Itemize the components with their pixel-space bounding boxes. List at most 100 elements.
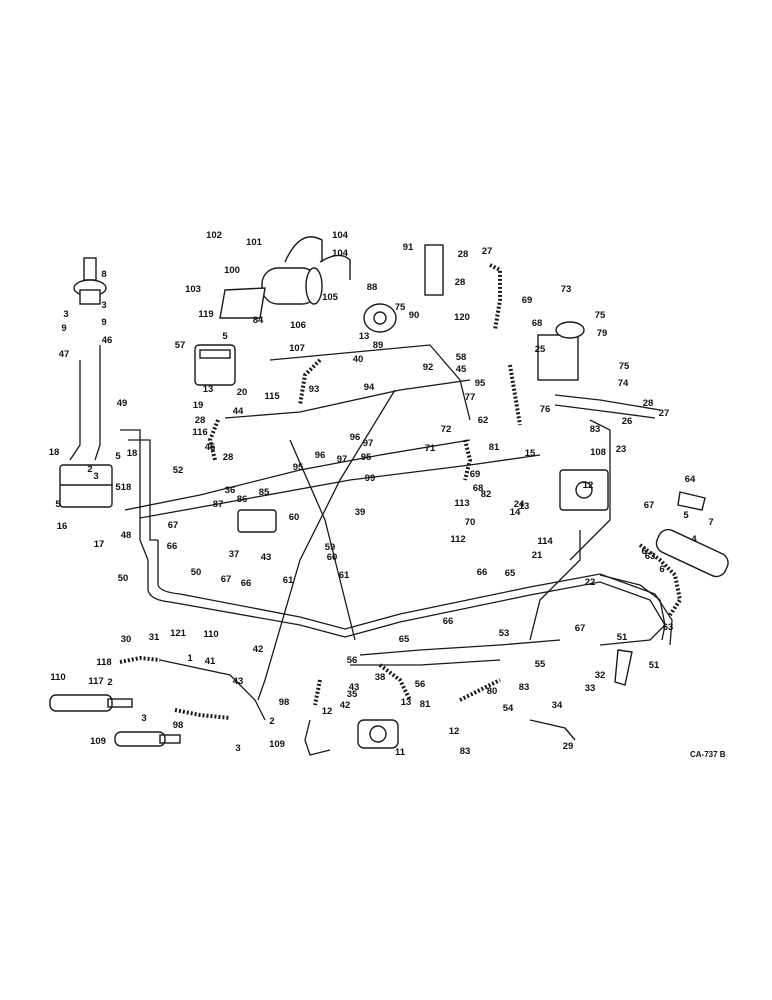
callout-label: 31 bbox=[149, 632, 160, 643]
callout-label: 3 bbox=[235, 743, 240, 754]
callout-label: 48 bbox=[121, 530, 132, 541]
callout-label: 47 bbox=[59, 349, 70, 360]
callout-label: 52 bbox=[173, 465, 184, 476]
callout-label: 66 bbox=[241, 578, 252, 589]
callout-label: 64 bbox=[685, 474, 696, 485]
callout-label: 25 bbox=[535, 344, 546, 355]
tube-22 bbox=[529, 530, 581, 641]
callout-label: 24 bbox=[514, 499, 525, 510]
callout-label: 65 bbox=[505, 568, 516, 579]
control-block-16 bbox=[59, 464, 113, 508]
pump-88 bbox=[363, 303, 397, 333]
callout-label: 75 bbox=[595, 310, 606, 321]
reservoir-57 bbox=[194, 344, 236, 386]
callout-label: 92 bbox=[423, 362, 434, 373]
callout-label: 87 bbox=[213, 499, 224, 510]
callout-label: 18 bbox=[49, 447, 60, 458]
callout-label: 2 bbox=[107, 677, 112, 688]
callout-label: 81 bbox=[420, 699, 431, 710]
callout-label: 41 bbox=[205, 656, 216, 667]
callout-label: 56 bbox=[347, 655, 358, 666]
callout-label: 18 bbox=[121, 482, 132, 493]
callout-label: 110 bbox=[50, 672, 65, 683]
callout-label: 63 bbox=[663, 622, 674, 633]
callout-label: 79 bbox=[597, 328, 608, 339]
callout-label: 99 bbox=[365, 473, 376, 484]
callout-label: 38 bbox=[375, 672, 386, 683]
callout-label: 36 bbox=[225, 485, 236, 496]
callout-label: 2 bbox=[269, 716, 274, 727]
hose-116 bbox=[207, 419, 220, 461]
callout-label: 43 bbox=[261, 552, 272, 563]
callout-label: 43 bbox=[349, 682, 360, 693]
callout-label: 12 bbox=[449, 726, 460, 737]
tube-50-inner bbox=[157, 540, 673, 646]
callout-label: 73 bbox=[561, 284, 572, 295]
callout-label: 58 bbox=[456, 352, 467, 363]
callout-label: 5 bbox=[115, 482, 121, 493]
callout-label: 56 bbox=[415, 679, 426, 690]
callout-label: 115 bbox=[264, 391, 280, 402]
hose-27 bbox=[489, 263, 502, 331]
callout-label: 96 bbox=[350, 432, 361, 443]
callout-label: 104 bbox=[332, 230, 349, 241]
tubing-network bbox=[69, 344, 673, 756]
components bbox=[49, 236, 729, 749]
callout-label: 109 bbox=[90, 736, 106, 747]
callout-label: 28 bbox=[223, 452, 234, 463]
callout-label: 13 bbox=[203, 384, 214, 395]
drawing-code: CA-737 B bbox=[690, 750, 726, 759]
tube-109 bbox=[159, 659, 266, 721]
tube-49 bbox=[120, 429, 149, 561]
callout-label: 42 bbox=[253, 644, 264, 655]
callout-label: 23 bbox=[616, 444, 627, 455]
callout-label: 49 bbox=[117, 398, 128, 409]
callout-label: 67 bbox=[221, 574, 232, 585]
callout-label: 16 bbox=[57, 521, 68, 532]
hose-108 bbox=[313, 679, 322, 706]
cylinder-98-lower bbox=[114, 731, 181, 747]
callout-label: 21 bbox=[532, 550, 543, 561]
callout-label: 100 bbox=[224, 265, 240, 276]
callout-label: 63 bbox=[645, 551, 656, 562]
callout-label: 39 bbox=[355, 507, 366, 518]
callout-label: 93 bbox=[309, 384, 320, 395]
callout-label: 53 bbox=[499, 628, 510, 639]
callout-label: 67 bbox=[168, 520, 179, 531]
callout-label: 69 bbox=[522, 295, 533, 306]
callout-label: 2 bbox=[87, 464, 92, 475]
callout-label: 107 bbox=[289, 343, 305, 354]
callout-label: 17 bbox=[94, 539, 105, 550]
tube-26 bbox=[554, 404, 656, 419]
callout-label: 27 bbox=[482, 246, 493, 257]
tube-51 bbox=[599, 574, 666, 646]
callout-label: 106 bbox=[290, 320, 306, 331]
callout-label: 18 bbox=[127, 448, 138, 459]
tube-108 bbox=[304, 719, 331, 756]
callout-label: 88 bbox=[367, 282, 378, 293]
callout-label: 12 bbox=[322, 706, 333, 717]
callout-label: 67 bbox=[575, 623, 586, 634]
callout-label: 95 bbox=[361, 452, 372, 463]
callout-label: 43 bbox=[233, 676, 244, 687]
tube-92 bbox=[269, 344, 471, 421]
tube-50-outer bbox=[147, 560, 666, 641]
callout-label: 80 bbox=[487, 686, 498, 697]
callout-label: 119 bbox=[198, 309, 213, 320]
callout-label: 76 bbox=[540, 404, 551, 415]
callout-label: 5 bbox=[55, 499, 61, 510]
hose-72 bbox=[508, 364, 522, 426]
callout-label: 3 bbox=[93, 471, 98, 482]
callout-label: 13 bbox=[519, 501, 530, 512]
callout-label: 20 bbox=[237, 387, 248, 398]
filter-canister bbox=[261, 236, 351, 305]
callout-label: 9 bbox=[61, 323, 66, 334]
callout-label: 98 bbox=[173, 720, 184, 731]
callout-label: 110 bbox=[203, 629, 218, 640]
callout-label: 102 bbox=[206, 230, 222, 241]
callout-label: 3 bbox=[101, 300, 106, 311]
callout-label: 95 bbox=[293, 462, 304, 473]
tank-73 bbox=[537, 321, 585, 381]
callout-label: 95 bbox=[475, 378, 486, 389]
hose-1 bbox=[119, 655, 161, 664]
